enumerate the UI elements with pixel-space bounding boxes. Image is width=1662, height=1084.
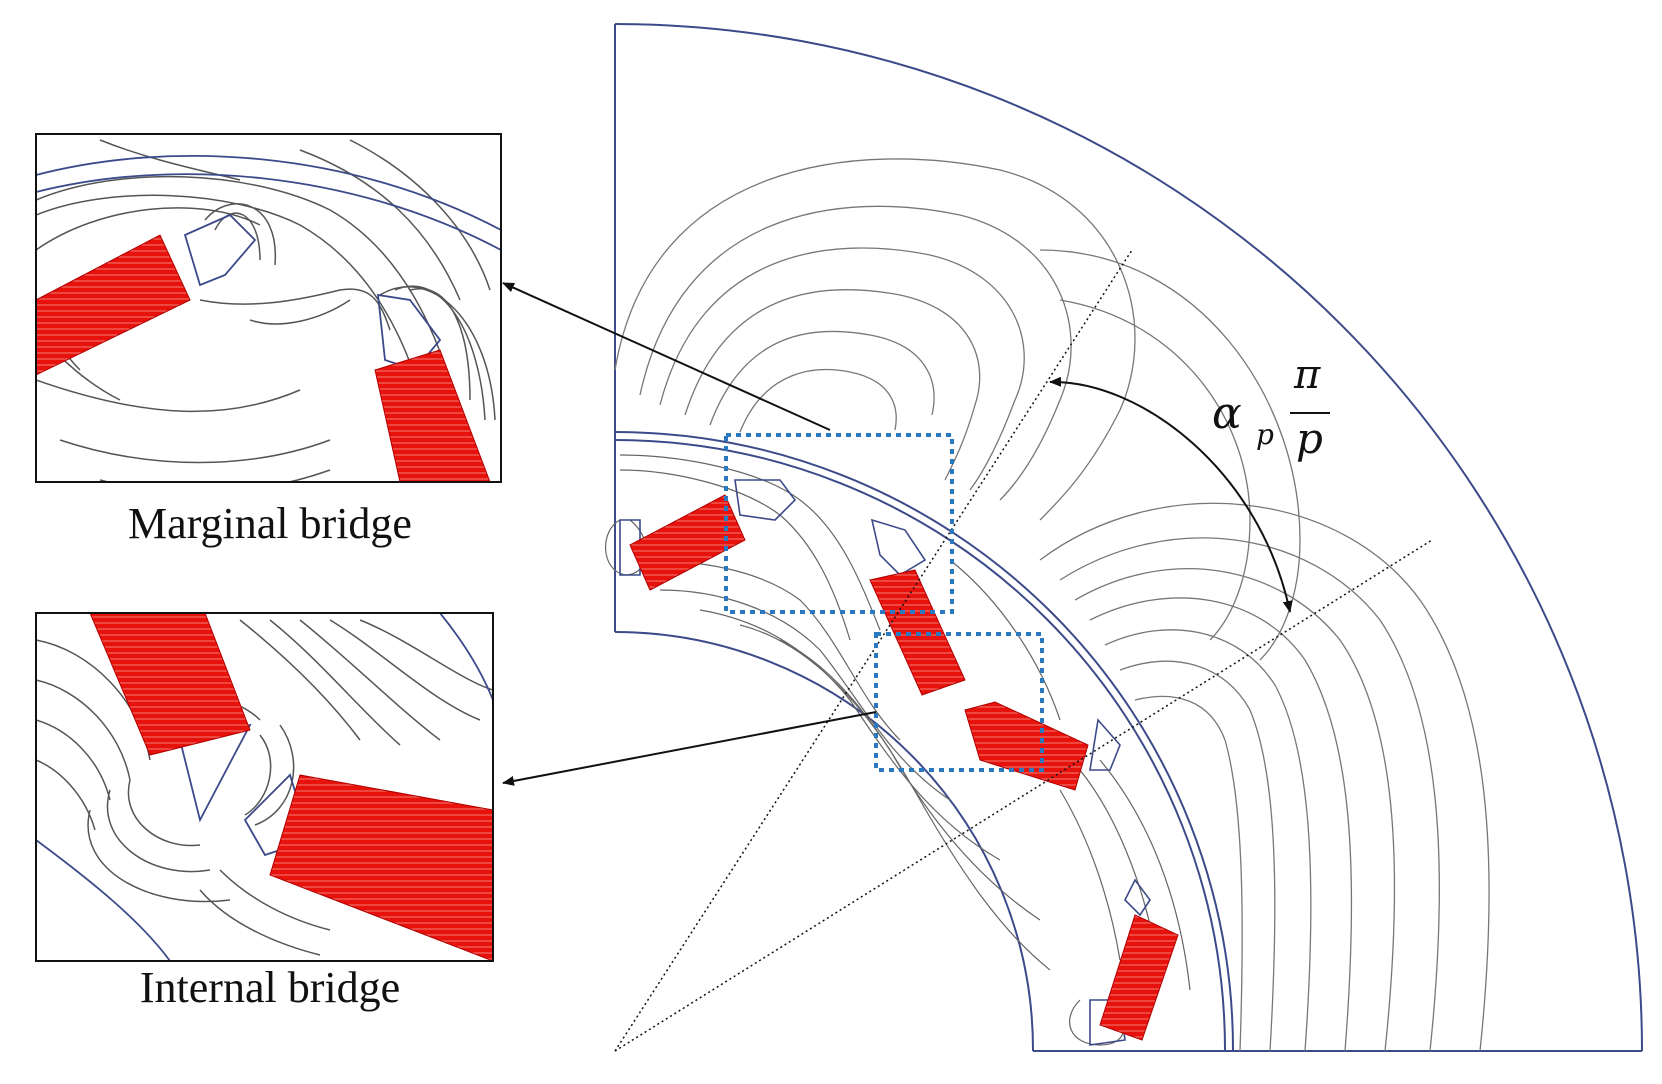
zoom-box-marginal — [724, 433, 954, 614]
magnet-1 — [629, 494, 746, 591]
magnet-inset-b-1 — [89, 613, 251, 756]
fraction-numerator: π — [1294, 352, 1321, 398]
stator-outer-boundary — [614, 23, 1643, 1052]
rotor-outer-boundary — [614, 439, 1227, 1052]
machine-geometry — [614, 23, 1643, 1052]
arrow-marginal — [502, 282, 831, 431]
angle-arc — [1049, 376, 1293, 613]
magnet-inset-b-2 — [269, 774, 493, 961]
zoom-box-internal — [874, 632, 1044, 772]
pole-axis-line-2 — [614, 539, 1433, 1052]
inset-marginal-bridge — [35, 133, 502, 483]
rotor-inner-boundary — [614, 631, 1035, 1052]
alpha-subscript: p — [1256, 418, 1274, 451]
zoom-boxes — [724, 433, 1044, 772]
pole-axis-line-1 — [614, 249, 1133, 1052]
magnet-inset-a-1 — [36, 234, 191, 376]
fraction-bar — [1290, 412, 1330, 414]
permanent-magnets — [629, 494, 1179, 1041]
inset-internal-bridge — [35, 612, 494, 962]
magnet-inset-a-2 — [374, 349, 491, 482]
magnet-3 — [964, 701, 1089, 791]
magnet-4 — [1099, 914, 1179, 1041]
alpha-symbol: α — [1212, 388, 1242, 439]
internal-bridge-caption: Internal bridge — [139, 963, 401, 1012]
stator-inner-boundary — [614, 431, 1235, 1052]
marginal-bridge-caption: Marginal bridge — [128, 499, 412, 548]
pole-reference-lines — [614, 249, 1433, 1052]
arrow-internal — [502, 711, 877, 786]
fraction-denominator: p — [1296, 414, 1323, 463]
